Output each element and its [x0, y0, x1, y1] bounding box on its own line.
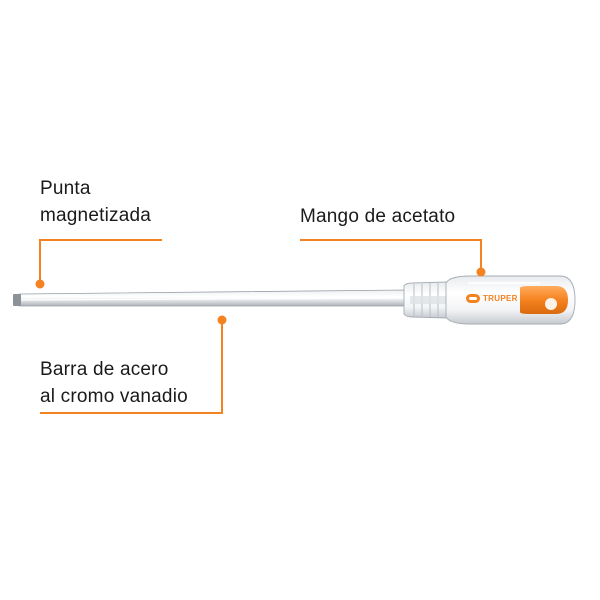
acetate-handle [445, 275, 576, 325]
callout-dot [217, 315, 227, 325]
punta-line-1: Punta [40, 178, 91, 199]
truper-logo-icon [466, 294, 480, 303]
callout-dot [35, 279, 45, 289]
barra-line-2: al cromo vanadio [40, 386, 188, 407]
punta-line-2: magnetizada [40, 205, 151, 226]
barra-line-1: Barra de acero [40, 359, 169, 380]
callout-mango [300, 239, 486, 277]
callout-label-mango: Mango de acetato [300, 203, 455, 230]
callout-dot [476, 267, 486, 277]
callout-label-punta: Punta magnetizada [40, 175, 151, 229]
callout-punta [35, 239, 162, 289]
mango-line-1: Mango de acetato [300, 206, 456, 227]
handle-brand-text: TRUPER [483, 294, 518, 303]
orange-core [520, 286, 568, 314]
callout-label-barra: Barra de acero al cromo vanadio [40, 356, 188, 410]
steel-shaft [13, 289, 407, 307]
callout-barra [40, 315, 227, 414]
handle-neck [403, 281, 450, 319]
